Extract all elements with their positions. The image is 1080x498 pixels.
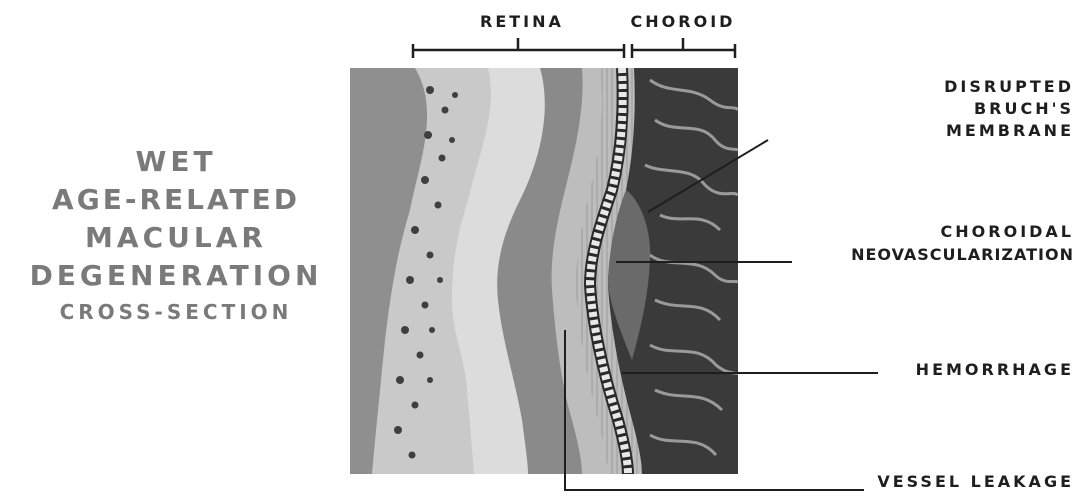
- retina-label: RETINA: [480, 12, 560, 32]
- subtitle-cross-section: CROSS-SECTION: [0, 300, 352, 324]
- title-line-degeneration: DEGENERATION: [0, 259, 352, 292]
- retina-bracket: [413, 38, 624, 58]
- title-line-macular: MACULAR: [0, 221, 352, 254]
- choroid-label: CHOROID: [628, 12, 738, 32]
- cnv-label-line1: CHOROIDAL: [941, 222, 1074, 242]
- vessel-leakage-label: VESSEL LEAKAGE: [877, 472, 1074, 492]
- title-line-wet: WET: [0, 145, 352, 178]
- title-line-age-related: AGE-RELATED: [0, 183, 352, 216]
- cnv-label-line2: NEOVASCULARIZATION: [851, 245, 1074, 265]
- bruch-label-line3: MEMBRANE: [946, 121, 1074, 141]
- bruch-label-line2: BRUCH'S: [974, 99, 1074, 119]
- hemorrhage-label: HEMORRHAGE: [916, 360, 1074, 380]
- choroid-bracket: [632, 38, 735, 58]
- bruch-label-line1: DISRUPTED: [944, 77, 1074, 97]
